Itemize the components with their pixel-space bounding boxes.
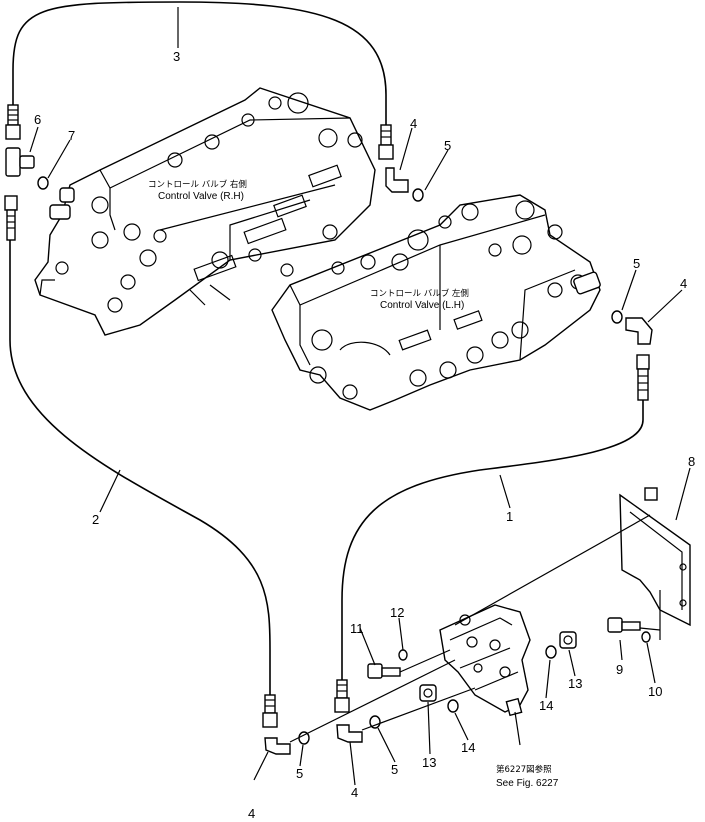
callout-4-top: 4: [410, 116, 417, 131]
washer-10: [641, 631, 651, 643]
solenoid-valve-block: [439, 604, 531, 717]
bracket-8: [619, 487, 691, 640]
valve-lh-jp-label: コントロール バルブ 左側: [370, 288, 469, 299]
control-valve-lh: [271, 194, 601, 411]
port-line-3: [399, 649, 451, 673]
o-ring-7: [37, 176, 49, 190]
callout-5-bottom-left: 5: [296, 766, 303, 781]
port-line-2: [361, 687, 476, 731]
valve-rh-en-label: Control Valve (R.H): [158, 191, 244, 202]
reference-en-label: See Fig. 6227: [496, 778, 559, 789]
valve-rh-jp-label: コントロール バルブ 右側: [148, 179, 247, 190]
o-ring-14-left: [447, 699, 459, 713]
callout-1: 1: [506, 509, 513, 524]
callout-2: 2: [92, 512, 99, 527]
hose-end-bottom-left: [262, 694, 278, 728]
callout-14-left: 14: [461, 740, 475, 755]
callout-9: 9: [616, 662, 623, 677]
washer-12: [398, 649, 408, 661]
callout-11: 11: [350, 621, 364, 636]
hose-end-top-left: [5, 104, 21, 140]
valve-lh-en-label: Control Valve (L.H): [380, 300, 464, 311]
callout-4-bottom-left: 4: [248, 806, 255, 821]
elbow-4-bottom-left: [264, 737, 291, 755]
callout-8: 8: [688, 454, 695, 469]
callout-13-left: 13: [422, 755, 436, 770]
hose-1: [341, 400, 644, 680]
callout-5-right: 5: [633, 256, 640, 271]
o-ring-5-bottom-mid: [369, 715, 381, 729]
callout-4-right: 4: [680, 276, 687, 291]
callout-6: 6: [34, 112, 41, 127]
o-ring-5-right: [611, 310, 623, 324]
o-ring-5-top: [412, 188, 424, 202]
callout-10: 10: [648, 684, 662, 699]
hose-end-bottom-mid: [334, 679, 350, 713]
plug-13-right: [559, 631, 577, 649]
hose-3: [12, 1, 387, 125]
callout-5-bottom-mid: 5: [391, 762, 398, 777]
control-valve-rh: [34, 87, 376, 336]
callout-12: 12: [390, 605, 404, 620]
callout-7: 7: [68, 128, 75, 143]
elbow-4-right: [625, 317, 653, 345]
callout-14-right: 14: [539, 698, 553, 713]
callout-5-top: 5: [444, 138, 451, 153]
hose-2: [9, 240, 271, 695]
tee-fitting-6: [5, 147, 35, 177]
port-line-1: [289, 659, 456, 743]
hose-end-left-lower: [4, 195, 18, 241]
bolt-11: [367, 663, 401, 679]
reference-jp-label: 第6227図参照: [496, 764, 552, 775]
hose-end-top-right: [378, 124, 394, 160]
callout-4-bottom-mid: 4: [351, 785, 358, 800]
plug-13-left: [419, 684, 437, 702]
leader-bracket: [639, 627, 661, 631]
o-ring-14-right: [545, 645, 557, 659]
callout-13-right: 13: [568, 676, 582, 691]
hose-end-right: [636, 354, 650, 401]
bolt-9: [607, 617, 641, 633]
elbow-4-bottom-mid: [336, 724, 363, 743]
callout-3: 3: [173, 49, 180, 64]
elbow-4-top: [385, 167, 409, 193]
mount-line: [454, 514, 651, 626]
leader-lines: [29, 7, 691, 786]
